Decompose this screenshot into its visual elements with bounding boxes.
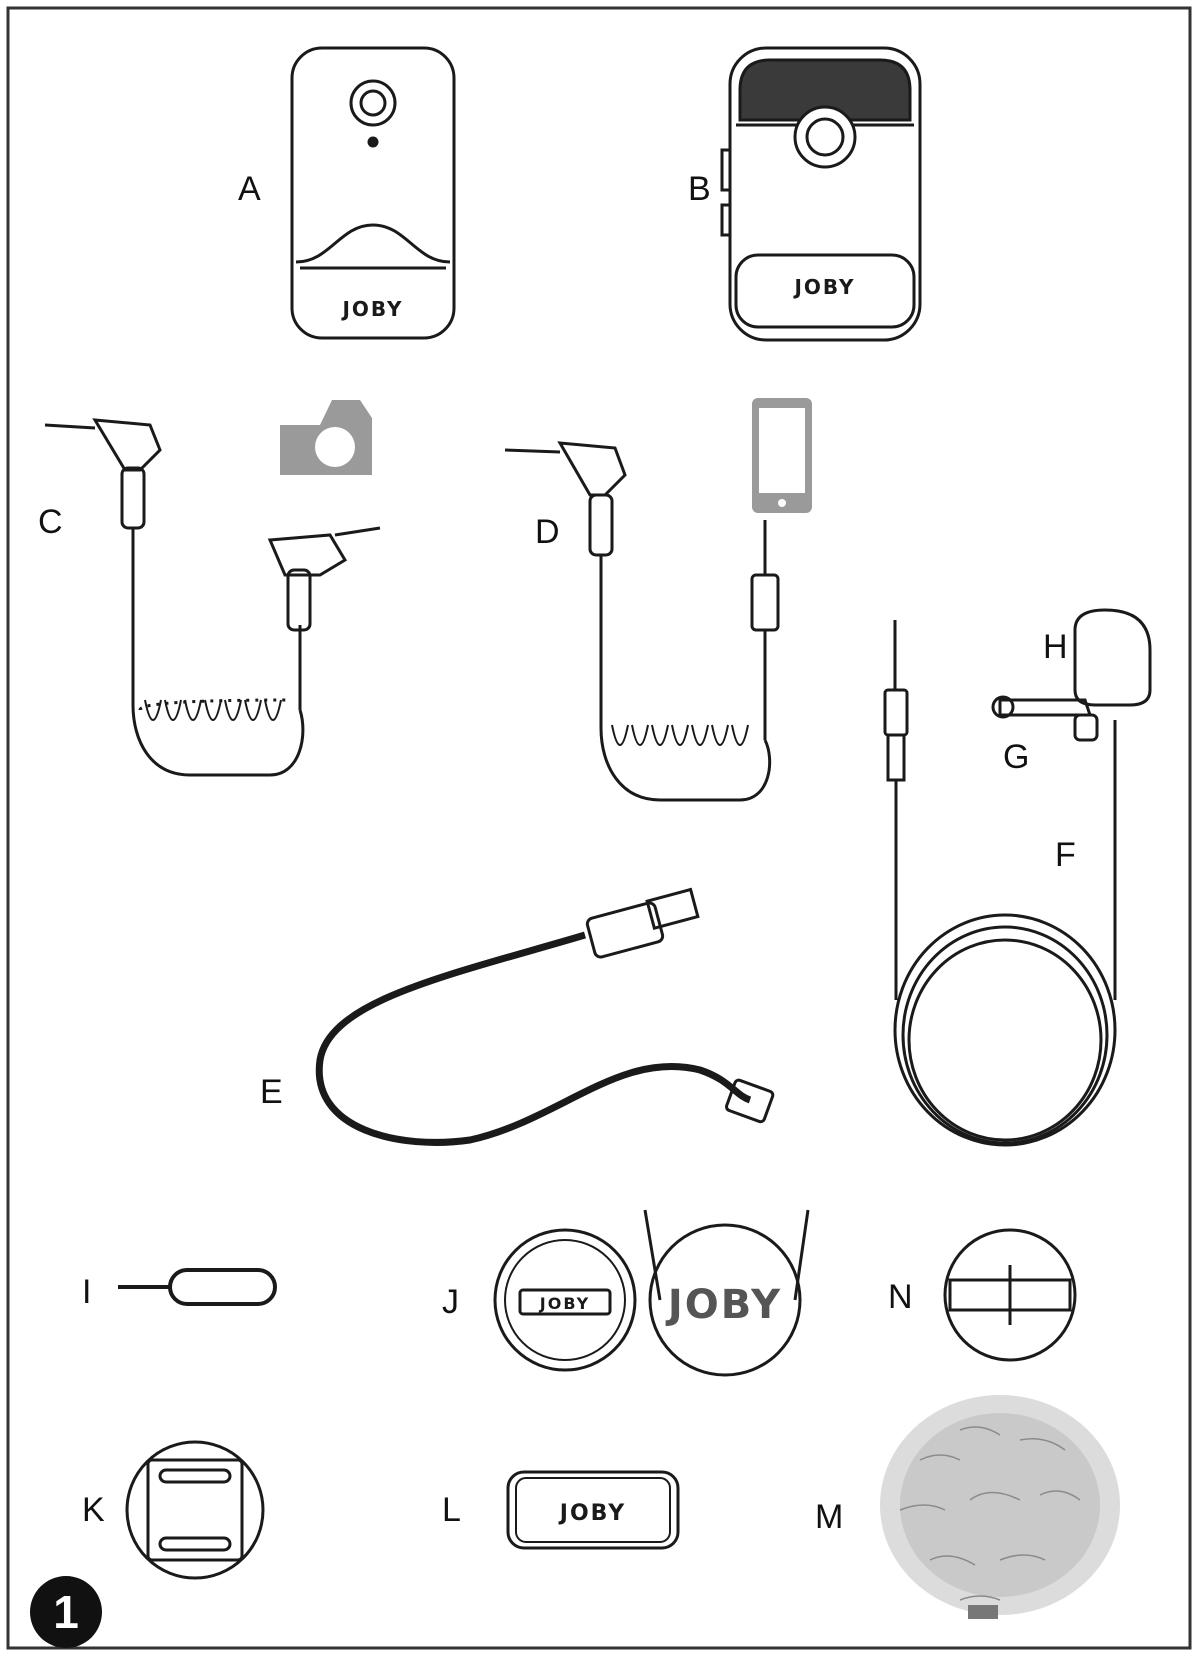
label-c: C [38, 503, 63, 541]
caps-j: JOBY JOBY [493, 1209, 810, 1377]
mic-capsule-h [1073, 608, 1152, 707]
lavalier-mic-f [883, 608, 1152, 1147]
label-d: D [535, 513, 560, 551]
eject-pin-i [118, 1268, 277, 1306]
cover-l: JOBY [506, 1470, 680, 1550]
label-j: J [442, 1283, 459, 1321]
label-l: L [442, 1491, 461, 1529]
brand-logo-large: JOBY [665, 1282, 782, 1328]
phone-cable-d [504, 441, 780, 802]
mount-n [943, 1228, 1077, 1362]
transmitter-a: JOBY [290, 46, 456, 340]
receiver-b: JOBY [720, 46, 922, 342]
brand-logo: JOBY [558, 1501, 626, 1526]
smartphone-icon [752, 398, 812, 513]
shoe-adapter-k [125, 1440, 265, 1580]
label-f: F [1055, 836, 1076, 874]
label-n: N [888, 1278, 913, 1316]
label-a: A [238, 170, 261, 208]
usb-cable-e [315, 887, 775, 1146]
brand-logo: JOBY [792, 275, 855, 299]
label-g: G [1003, 738, 1030, 776]
brand-logo: JOBY [539, 1294, 590, 1313]
label-h: H [1043, 628, 1068, 666]
camera-cable-c [44, 418, 381, 777]
windscreen-m [880, 1395, 1120, 1619]
label-i: I [82, 1273, 92, 1311]
label-e: E [260, 1073, 283, 1111]
label-k: K [82, 1491, 105, 1529]
label-b: B [688, 170, 711, 208]
step-number-badge: 1 [30, 1576, 102, 1648]
diagram-border [6, 6, 1192, 1650]
label-m: M [815, 1498, 844, 1536]
camera-icon [280, 400, 372, 475]
brand-logo: JOBY [340, 297, 403, 321]
